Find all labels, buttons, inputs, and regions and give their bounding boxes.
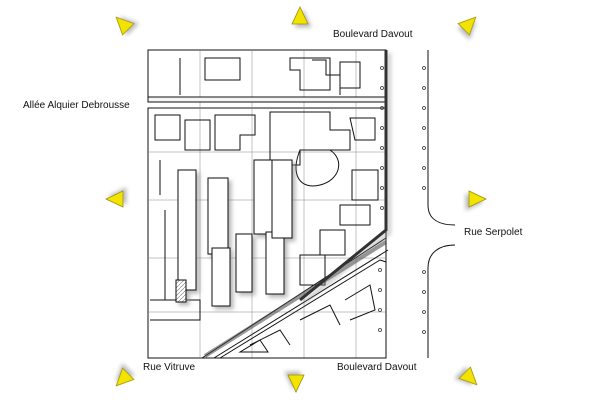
street-label-boulevard-davout-top: Boulevard Davout [333,29,413,40]
pan-north-west-arrow-icon[interactable] [111,12,137,38]
street-label-rue-serpolet: Rue Serpolet [464,227,523,238]
street-label-allee-alquier-debrousse: Allée Alquier Debrousse [23,100,130,111]
buildings [175,159,293,307]
pan-south-east-arrow-icon[interactable] [456,364,482,390]
right-plan-strip [422,50,456,358]
lower-wedge-block [218,259,387,359]
street-label-boulevard-davout-bottom: Boulevard Davout [337,362,417,373]
street-label-rue-vitruve: Rue Vitruve [143,362,196,373]
diagonal-road [201,237,389,359]
pan-west-arrow-icon[interactable] [104,186,130,212]
pan-east-arrow-icon[interactable] [462,186,488,212]
pan-south-arrow-icon[interactable] [283,368,309,394]
pan-north-arrow-icon[interactable] [287,5,313,31]
pan-south-west-arrow-icon[interactable] [111,365,137,391]
boulevard-edge [299,50,388,332]
pan-north-east-arrow-icon[interactable] [455,12,481,38]
